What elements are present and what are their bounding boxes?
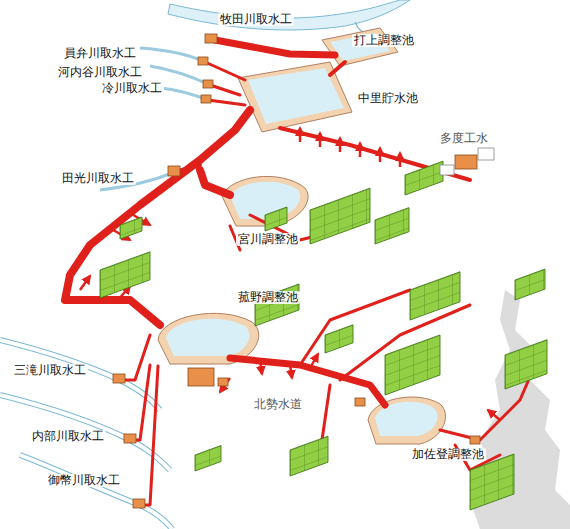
place-label: 多度工水 (438, 132, 490, 145)
land-area (470, 290, 570, 529)
place-label: 員弁川取水工 (62, 47, 138, 60)
plant-building (440, 148, 494, 175)
place-label: 宮川調整池 (236, 233, 300, 246)
place-label: 牧田川取水工 (218, 13, 294, 26)
farmland (100, 161, 547, 510)
river (168, 0, 410, 30)
place-label: 三滝川取水工 (12, 364, 88, 377)
outlet-arrow (80, 128, 500, 420)
place-label: 加佐登調整池 (410, 448, 486, 461)
canal (65, 40, 535, 505)
place-label: 冷川取水工 (100, 82, 164, 95)
place-label: 御幣川取水工 (46, 474, 122, 487)
place-label: 菰野調整池 (236, 291, 300, 304)
place-label: 内部川取水工 (30, 430, 106, 443)
reservoir (158, 28, 446, 444)
place-label: 田光川取水工 (60, 172, 136, 185)
place-label: 中里貯水池 (356, 92, 420, 105)
place-label: 河内谷川取水工 (56, 66, 144, 79)
intake-structure (113, 34, 480, 508)
place-label: 北勢水道 (252, 398, 304, 411)
place-label: 打上調整池 (352, 34, 416, 47)
